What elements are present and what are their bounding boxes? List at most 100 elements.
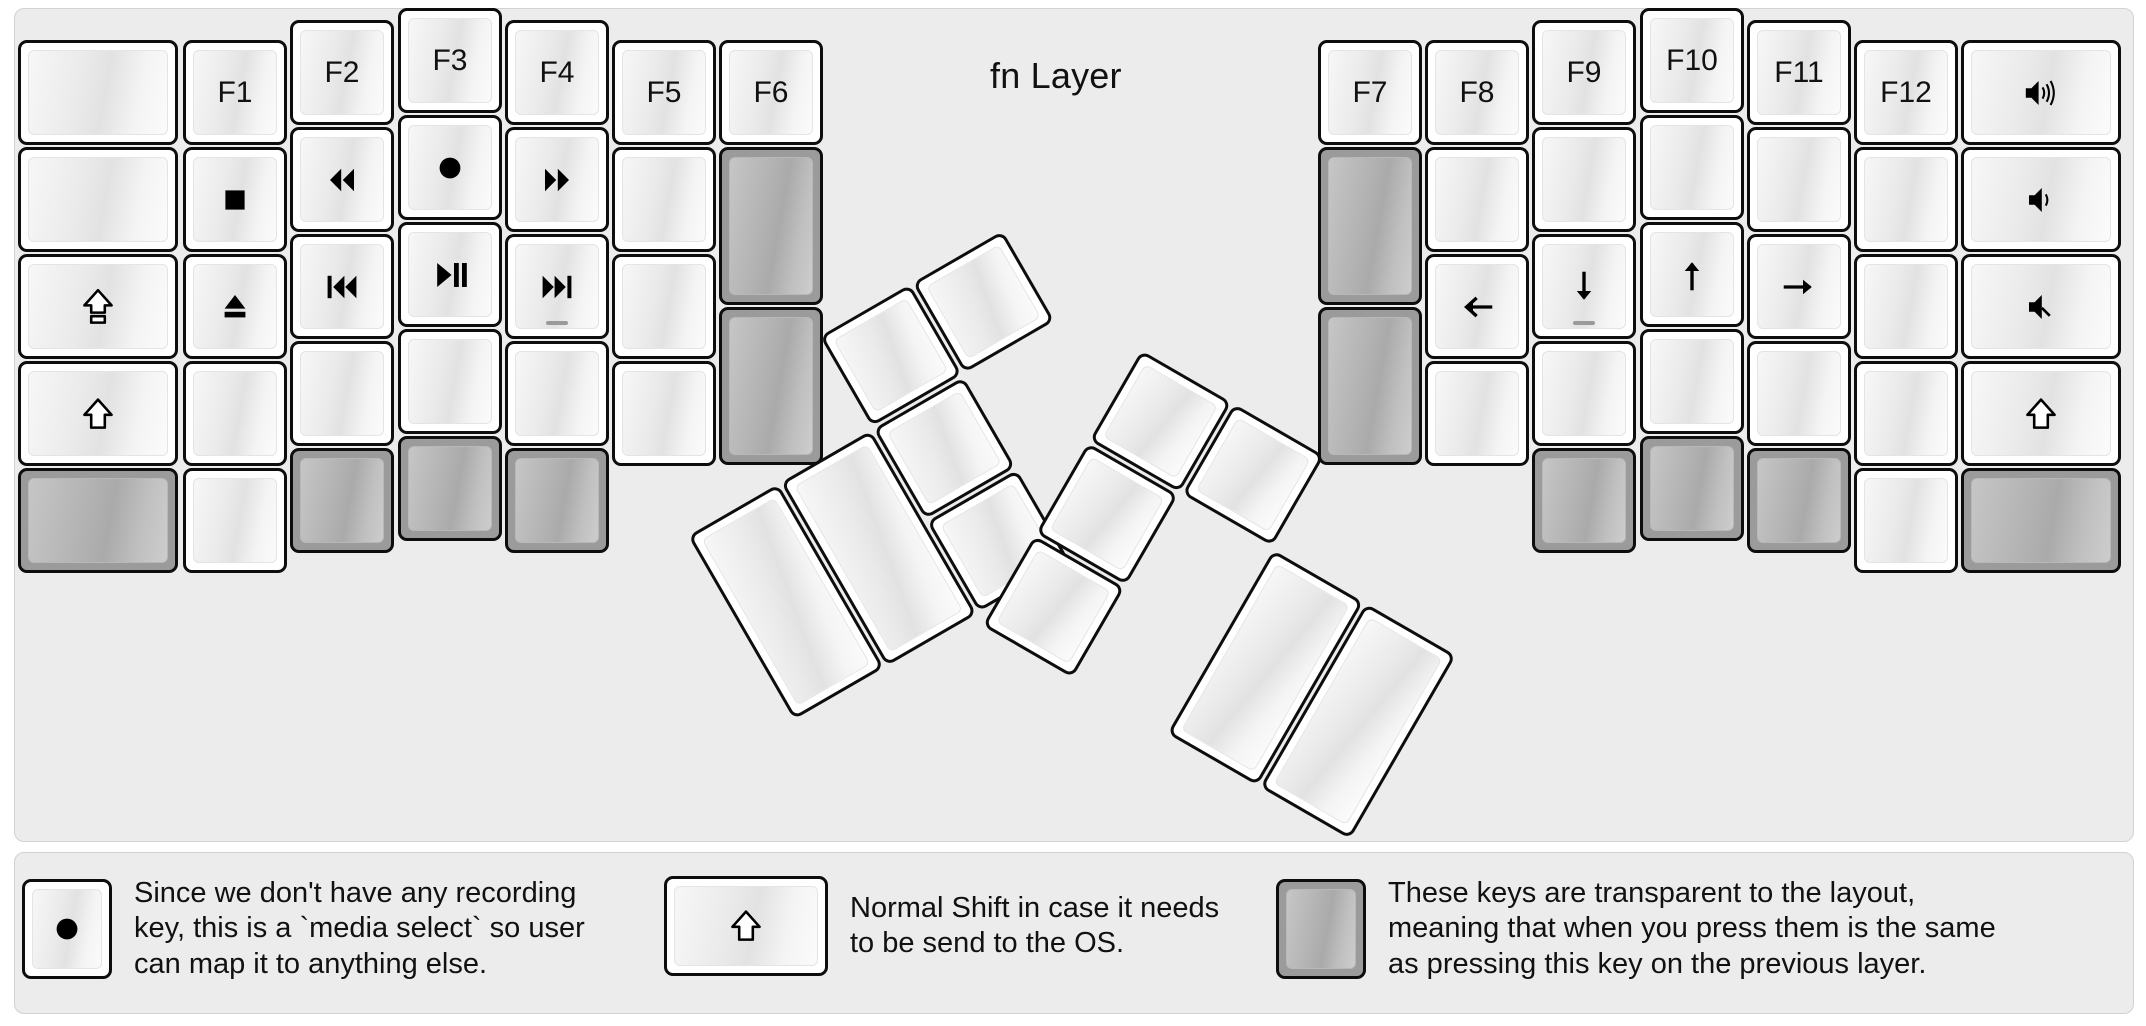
key-r-c4-r3[interactable] [1640, 222, 1744, 327]
key-r-c1-r3[interactable] [1318, 307, 1422, 465]
key-r-c5-r2[interactable] [1747, 127, 1851, 232]
key-r-c5-r5[interactable] [1747, 448, 1851, 553]
legend-key-sample [22, 879, 112, 980]
key-label: F11 [1774, 55, 1824, 89]
key-r-c3-r5[interactable] [1532, 448, 1636, 553]
key-l-c2-r5[interactable] [183, 468, 287, 573]
key-l-c4-r3[interactable] [398, 222, 502, 327]
key-r-c2-r4[interactable] [1425, 361, 1529, 466]
key-r-c3-r4[interactable] [1532, 341, 1636, 446]
key-label: F3 [432, 43, 468, 77]
media-record-icon [47, 909, 87, 949]
key-label: F6 [753, 75, 789, 109]
shift-icon [726, 906, 766, 946]
key-l-c7-r2[interactable] [719, 147, 823, 305]
keycap-surface: F5 [622, 50, 706, 135]
key-l-c4-r1[interactable]: F3 [398, 8, 502, 113]
media-stop-icon [215, 180, 255, 220]
key-l-c3-r1[interactable]: F2 [290, 20, 394, 125]
key-legend-3[interactable] [1276, 879, 1366, 980]
key-l-c6-r1[interactable]: F5 [612, 40, 716, 145]
key-l-c6-r2[interactable] [612, 147, 716, 252]
key-l-c4-r4[interactable] [398, 329, 502, 434]
volume-mute-icon [2021, 287, 2061, 327]
key-l-c3-r4[interactable] [290, 341, 394, 446]
keycap-surface [622, 371, 706, 456]
key-r-c7-r4[interactable] [1961, 361, 2121, 466]
keycap-surface [729, 317, 813, 455]
key-l-c7-r3[interactable] [719, 307, 823, 465]
key-l-c2-r3[interactable] [183, 254, 287, 359]
key-label: F2 [324, 55, 360, 89]
keycap-surface [1650, 125, 1734, 210]
key-legend-2[interactable] [664, 876, 828, 976]
key-r-c5-r4[interactable] [1747, 341, 1851, 446]
key-r-c1-r1[interactable]: F7 [1318, 40, 1422, 145]
key-l-c3-r5[interactable] [290, 448, 394, 553]
key-r-c3-r1[interactable]: F9 [1532, 20, 1636, 125]
keycap-surface [1435, 157, 1519, 242]
keycap-surface [28, 264, 168, 349]
keycap-surface [1542, 244, 1626, 329]
key-l-c6-r4[interactable] [612, 361, 716, 466]
key-r-c4-r2[interactable] [1640, 115, 1744, 220]
key-r-c6-r5[interactable] [1854, 468, 1958, 573]
key-l-c2-r1[interactable]: F1 [183, 40, 287, 145]
legend-text: These keys are transparent to the layout… [1388, 877, 1996, 980]
key-r-c7-r1[interactable] [1961, 40, 2121, 145]
media-record-icon [430, 148, 470, 188]
key-r-c6-r3[interactable] [1854, 254, 1958, 359]
key-l-c1-r2[interactable] [18, 147, 178, 252]
key-l-c5-r1[interactable]: F4 [505, 20, 609, 125]
key-r-c7-r2[interactable] [1961, 147, 2121, 252]
key-r-c1-r2[interactable] [1318, 147, 1422, 305]
key-r-c6-r4[interactable] [1854, 361, 1958, 466]
key-r-c2-r3[interactable] [1425, 254, 1529, 359]
key-l-c4-r5[interactable] [398, 436, 502, 541]
key-label: F7 [1352, 75, 1388, 109]
keycap-surface [300, 458, 384, 543]
key-l-c5-r5[interactable] [505, 448, 609, 553]
key-r-c2-r1[interactable]: F8 [1425, 40, 1529, 145]
key-l-c3-r2[interactable] [290, 127, 394, 232]
key-label: F4 [539, 55, 575, 89]
key-l-c2-r4[interactable] [183, 361, 287, 466]
key-l-c1-r4[interactable] [18, 361, 178, 466]
key-r-c6-r2[interactable] [1854, 147, 1958, 252]
key-l-c1-r5[interactable] [18, 468, 178, 573]
keycap-surface [622, 157, 706, 242]
key-r-c5-r3[interactable] [1747, 234, 1851, 339]
key-r-c4-r4[interactable] [1640, 329, 1744, 434]
key-l-c5-r4[interactable] [505, 341, 609, 446]
keycap-surface [1864, 264, 1948, 349]
key-r-c5-r1[interactable]: F11 [1747, 20, 1851, 125]
key-l-c7-r1[interactable]: F6 [719, 40, 823, 145]
key-l-c5-r3[interactable] [505, 234, 609, 339]
key-l-c5-r2[interactable] [505, 127, 609, 232]
keycap-surface [300, 244, 384, 329]
key-l-c2-r2[interactable] [183, 147, 287, 252]
key-r-c7-r5[interactable] [1961, 468, 2121, 573]
keycap-surface [28, 478, 168, 563]
keycap-surface [1971, 264, 2111, 349]
key-l-c1-r3[interactable] [18, 254, 178, 359]
keycap-surface [515, 137, 599, 222]
key-legend-1[interactable] [22, 879, 112, 980]
legend-item-1: Since we don't have any recording key, t… [22, 876, 585, 982]
key-l-c6-r3[interactable] [612, 254, 716, 359]
key-r-c7-r3[interactable] [1961, 254, 2121, 359]
key-l-c1-r1[interactable] [18, 40, 178, 145]
keycap-surface [515, 244, 599, 329]
key-r-c4-r1[interactable]: F10 [1640, 8, 1744, 113]
keycap-surface [1542, 458, 1626, 543]
key-r-c6-r1[interactable]: F12 [1854, 40, 1958, 145]
key-l-c4-r2[interactable] [398, 115, 502, 220]
legend-key-sample [664, 876, 828, 976]
key-r-c3-r3[interactable] [1532, 234, 1636, 339]
key-l-c3-r3[interactable] [290, 234, 394, 339]
legend-item-3: These keys are transparent to the layout… [1276, 876, 1996, 982]
key-r-c3-r2[interactable] [1532, 127, 1636, 232]
key-r-c2-r2[interactable] [1425, 147, 1529, 252]
key-r-c4-r5[interactable] [1640, 436, 1744, 541]
